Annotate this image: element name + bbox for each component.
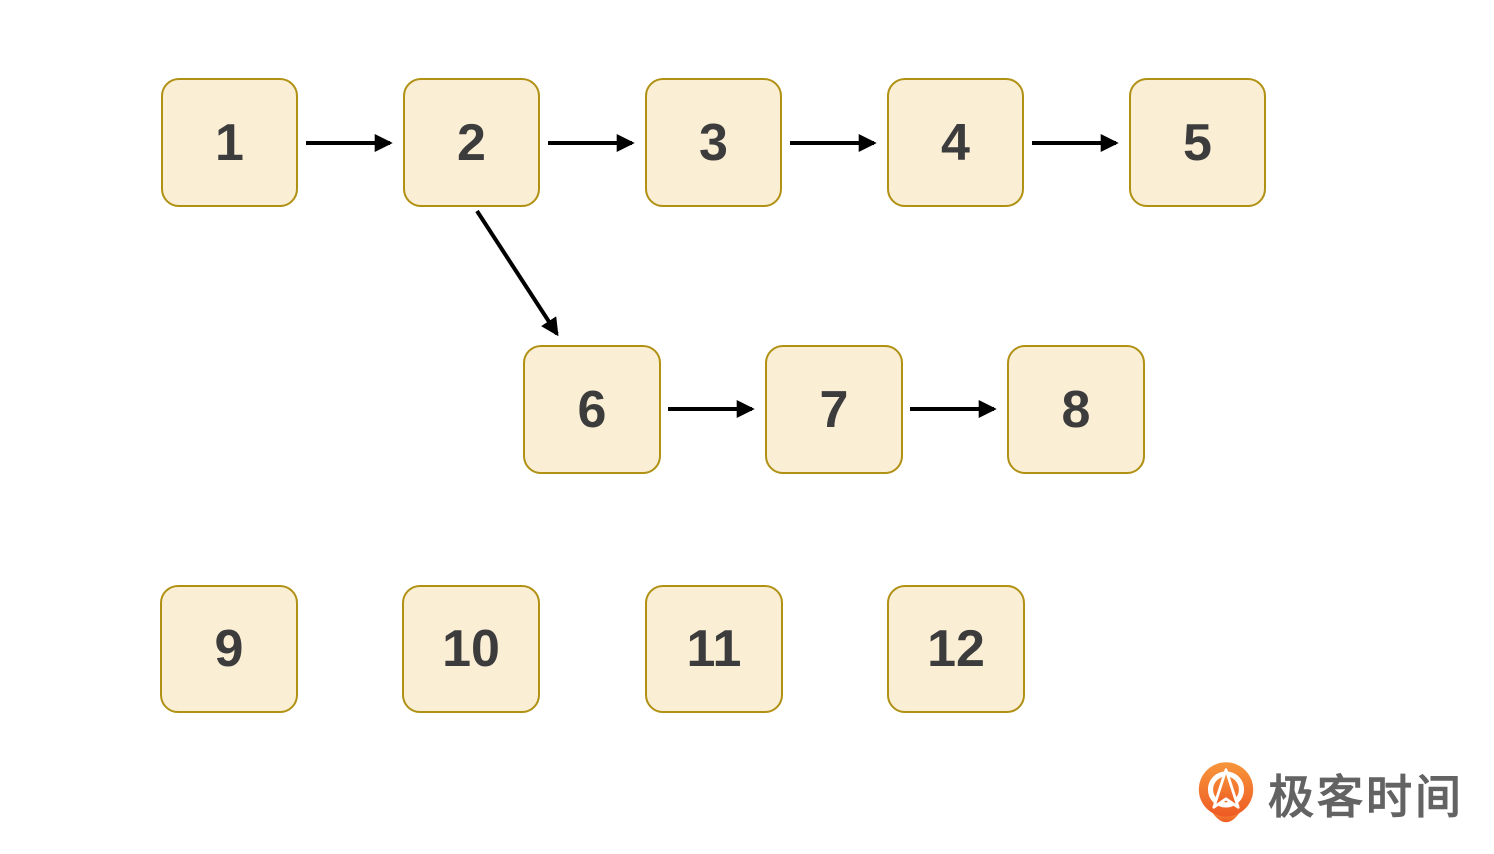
- geektime-logo: 极客时间: [1196, 760, 1464, 832]
- diagram-node-2: 2: [403, 78, 540, 207]
- geektime-logo-text: 极客时间: [1268, 771, 1464, 823]
- geektime-logo-icon: [1198, 762, 1254, 823]
- edge-arrow-2-to-6: [475, 209, 559, 337]
- diagram-node-3: 3: [645, 78, 782, 207]
- diagram-node-12: 12: [887, 585, 1025, 713]
- diagram-node-6: 6: [523, 345, 661, 474]
- diagram-node-9: 9: [160, 585, 298, 713]
- diagram-node-11: 11: [645, 585, 783, 713]
- diagram-node-5: 5: [1129, 78, 1266, 207]
- diagram-node-8: 8: [1007, 345, 1145, 474]
- diagram-node-7: 7: [765, 345, 903, 474]
- diagram-node-1: 1: [161, 78, 298, 207]
- diagram-node-4: 4: [887, 78, 1024, 207]
- diagram-node-10: 10: [402, 585, 540, 713]
